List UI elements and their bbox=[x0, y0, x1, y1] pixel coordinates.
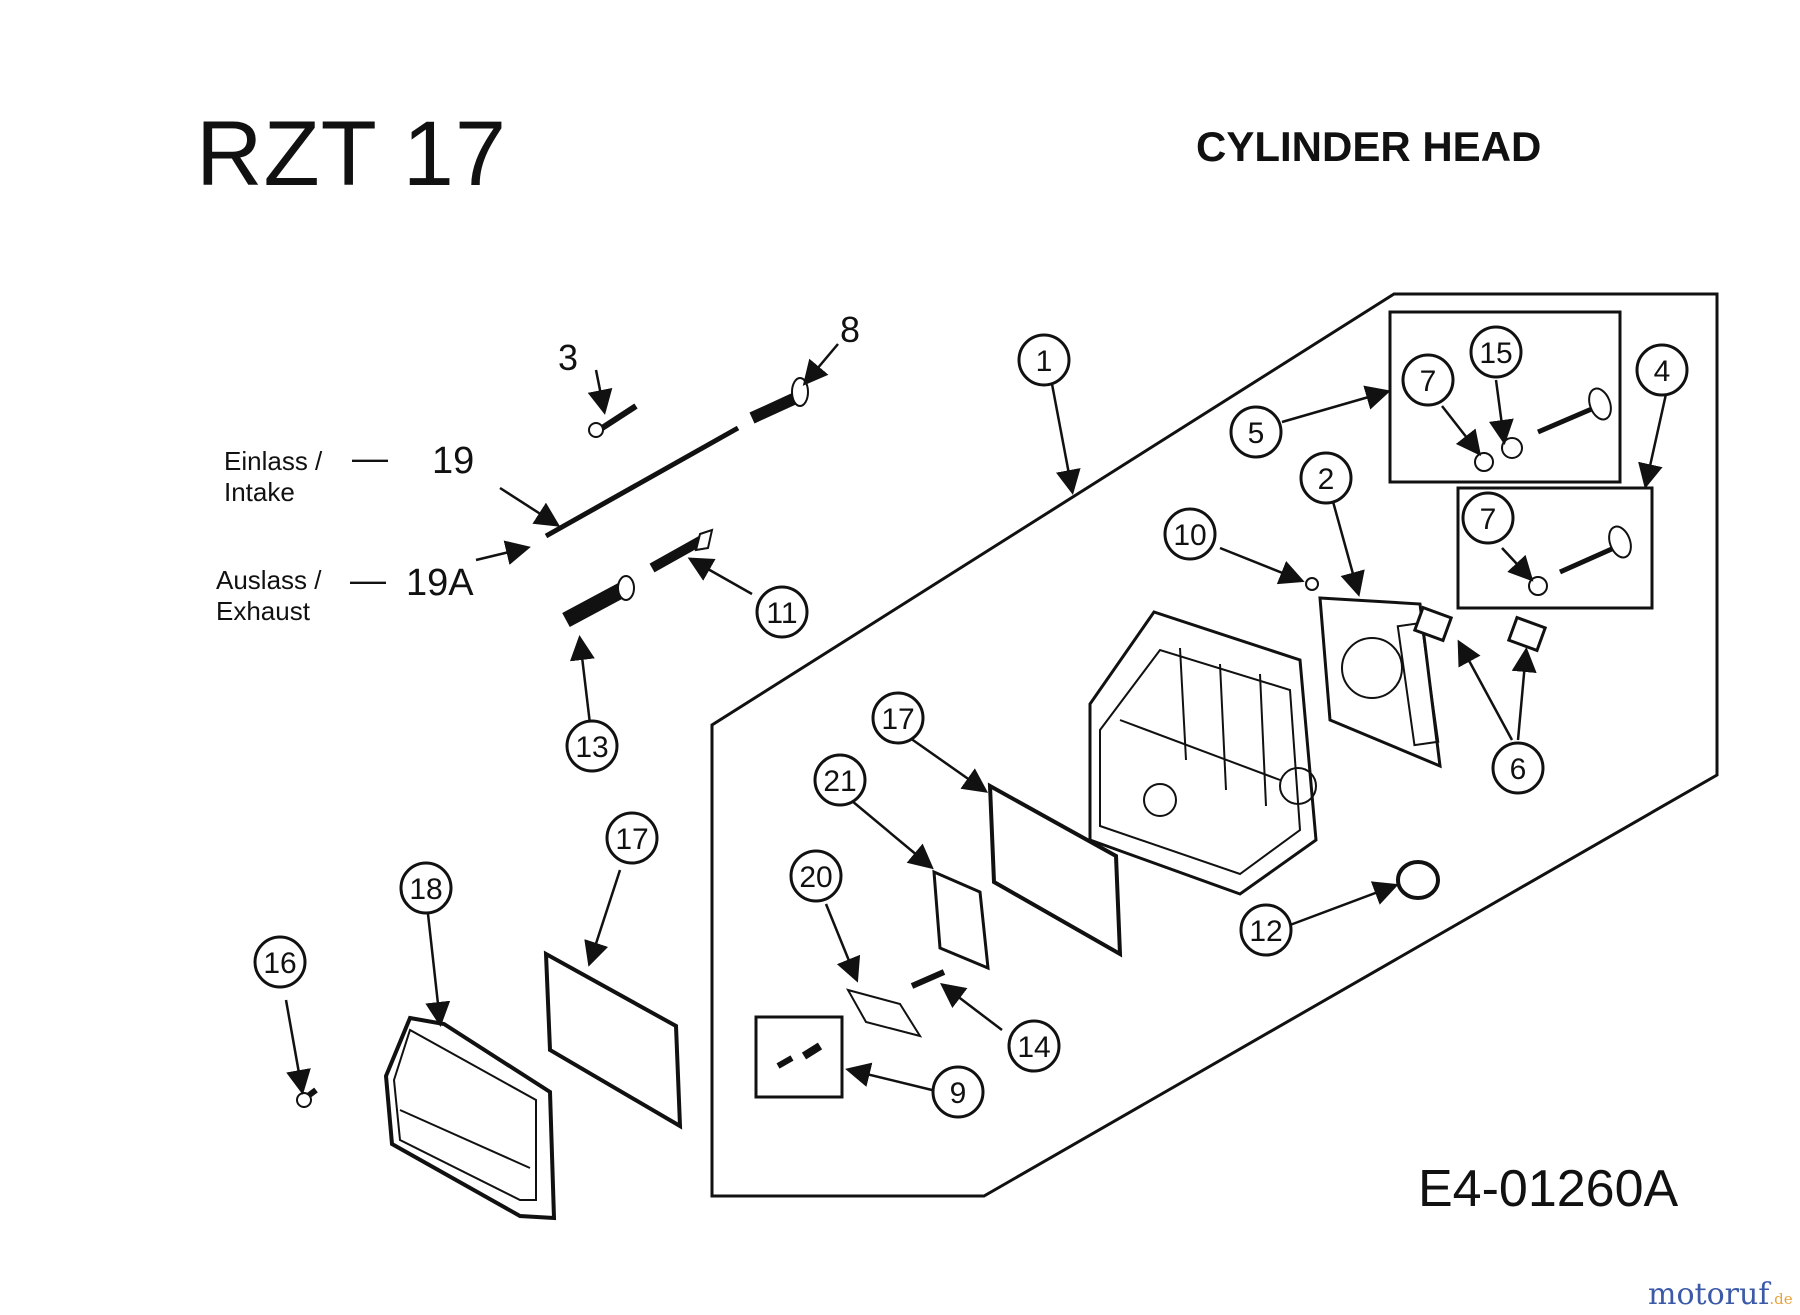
exhaust-label-de: Auslass / bbox=[216, 565, 322, 595]
watermark-text: motoruf bbox=[1648, 1277, 1770, 1312]
callout-4: 4 bbox=[1635, 343, 1689, 397]
part-16-screw bbox=[296, 1087, 318, 1108]
exhaust-part-number: 19A bbox=[406, 562, 474, 604]
svg-text:14: 14 bbox=[1017, 1031, 1050, 1064]
callout-17a: 17 bbox=[871, 691, 925, 745]
part-3-screw bbox=[588, 403, 638, 438]
part-17-valve-cover-gasket-outer bbox=[543, 950, 683, 1130]
svg-text:2: 2 bbox=[1318, 463, 1335, 496]
callout-9: 9 bbox=[931, 1065, 985, 1119]
intake-label-de: Einlass / bbox=[224, 446, 323, 476]
part-17-valve-cover-gasket-inner bbox=[987, 782, 1123, 958]
part-6-valve-spring-b bbox=[1506, 615, 1548, 653]
part-8-guide bbox=[749, 377, 809, 424]
svg-text:13: 13 bbox=[575, 731, 608, 764]
intake-dash: — bbox=[352, 437, 388, 478]
part-19-pushrod bbox=[544, 425, 740, 539]
part-21-breather-plate bbox=[932, 869, 990, 971]
callout-2: 2 bbox=[1299, 451, 1353, 505]
part-4-valve-exhaust bbox=[1558, 525, 1632, 575]
part-20-breather-reed bbox=[845, 988, 923, 1038]
part-7-retainer-a bbox=[1474, 452, 1494, 472]
svg-text:20: 20 bbox=[799, 861, 832, 894]
label-part-8: 8 bbox=[840, 309, 860, 350]
svg-text:7: 7 bbox=[1480, 503, 1497, 536]
part-1-cylinder-head bbox=[1088, 610, 1318, 896]
callout-7b: 7 bbox=[1461, 491, 1515, 545]
callout-12: 12 bbox=[1239, 903, 1293, 957]
svg-text:15: 15 bbox=[1479, 337, 1512, 370]
exhaust-label-en: Exhaust bbox=[216, 596, 310, 626]
svg-text:17: 17 bbox=[881, 703, 914, 736]
exhaust-dash: — bbox=[350, 559, 386, 600]
part-10-ball bbox=[1305, 577, 1319, 591]
diagram-title: CYLINDER HEAD bbox=[1196, 123, 1542, 170]
part-12-o-ring bbox=[1396, 860, 1440, 900]
svg-text:11: 11 bbox=[766, 597, 797, 630]
callout-5: 5 bbox=[1229, 405, 1283, 459]
callout-16: 16 bbox=[253, 935, 307, 989]
part-7-retainer-b bbox=[1528, 576, 1548, 596]
svg-text:10: 10 bbox=[1173, 519, 1206, 552]
svg-text:1: 1 bbox=[1036, 345, 1053, 378]
svg-text:7: 7 bbox=[1420, 365, 1437, 398]
intake-part-number: 19 bbox=[432, 440, 475, 482]
part-15-keeper bbox=[1501, 437, 1523, 459]
callout-15: 15 bbox=[1469, 325, 1523, 379]
part-11-fitting bbox=[649, 528, 714, 573]
callout-13: 13 bbox=[565, 719, 619, 773]
svg-text:17: 17 bbox=[615, 823, 648, 856]
callout-6: 6 bbox=[1491, 741, 1545, 795]
callout-18: 18 bbox=[399, 861, 453, 915]
callout-1: 1 bbox=[1017, 333, 1071, 387]
svg-text:16: 16 bbox=[263, 947, 296, 980]
svg-text:6: 6 bbox=[1510, 753, 1527, 786]
part-4-valve-intake bbox=[1537, 387, 1612, 435]
valve-group-box-exhaust bbox=[1456, 486, 1654, 610]
part-9-screws bbox=[776, 1042, 823, 1069]
svg-text:18: 18 bbox=[409, 873, 442, 906]
intake-label: Einlass / Intake bbox=[224, 446, 322, 508]
watermark-tld: .de bbox=[1769, 1290, 1793, 1308]
part-9-box bbox=[754, 1015, 844, 1099]
part-14-screw bbox=[910, 969, 946, 989]
callout-10: 10 bbox=[1163, 507, 1217, 561]
exhaust-label: Auslass / Exhaust bbox=[216, 565, 322, 627]
part-13-rocker-stud bbox=[562, 575, 635, 628]
part-18-valve-cover bbox=[383, 1015, 557, 1221]
callout-17b: 17 bbox=[605, 811, 659, 865]
callout-20: 20 bbox=[789, 849, 843, 903]
callout-21: 21 bbox=[813, 753, 867, 807]
callout-7a: 7 bbox=[1401, 353, 1455, 407]
watermark: motoruf.de bbox=[1648, 1280, 1793, 1310]
svg-text:12: 12 bbox=[1249, 915, 1282, 948]
intake-label-en: Intake bbox=[224, 477, 295, 507]
label-part-3: 3 bbox=[558, 337, 578, 378]
part-2-head-gasket bbox=[1318, 596, 1442, 769]
leader-lines bbox=[284, 343, 1668, 1095]
part-6-valve-spring-a bbox=[1412, 605, 1454, 643]
svg-text:5: 5 bbox=[1248, 417, 1265, 450]
callout-11: 11 bbox=[755, 585, 809, 639]
svg-text:4: 4 bbox=[1654, 355, 1671, 388]
diagram-code: E4-01260A bbox=[1418, 1160, 1679, 1218]
svg-text:21: 21 bbox=[823, 765, 856, 798]
assembly-boundary bbox=[710, 292, 1719, 1198]
callout-14: 14 bbox=[1007, 1019, 1061, 1073]
model-name: RZT 17 bbox=[196, 103, 508, 205]
svg-text:9: 9 bbox=[950, 1077, 967, 1110]
